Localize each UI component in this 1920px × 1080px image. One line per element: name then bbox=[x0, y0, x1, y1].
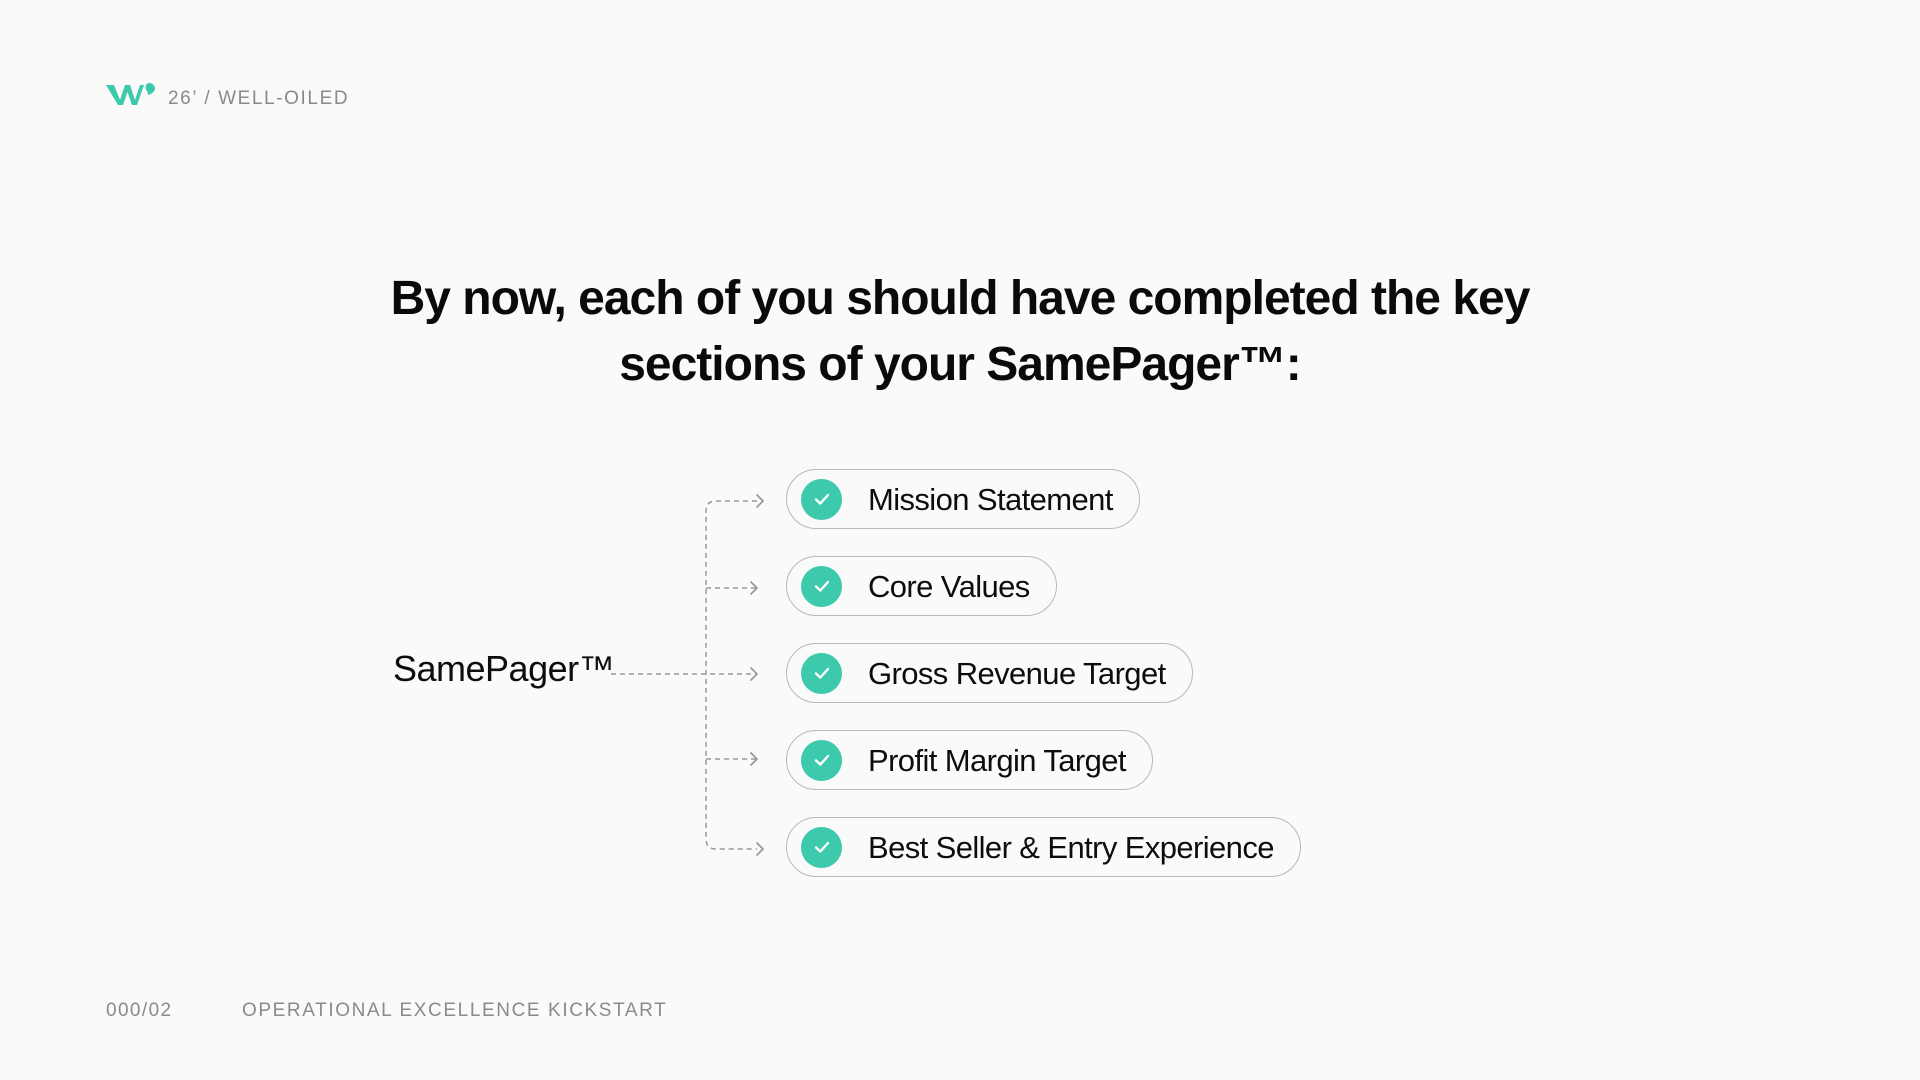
page-number: 000/02 bbox=[106, 1000, 173, 1021]
check-circle-icon bbox=[801, 478, 842, 520]
checklist-item-label: Core Values bbox=[868, 568, 1030, 604]
footer-title: OPERATIONAL EXCELLENCE KICKSTART bbox=[242, 1000, 668, 1021]
well-oiled-logo-icon bbox=[106, 83, 155, 105]
page-title-line-1: By now, each of you should have complete… bbox=[390, 272, 1531, 325]
samepager-source-label: SamePager™ bbox=[393, 648, 615, 689]
checklist-item-label: Best Seller & Entry Experience bbox=[868, 829, 1274, 865]
checklist-item-mission-statement: Mission Statement bbox=[786, 469, 1140, 529]
checklist-item-best-seller-entry-experience: Best Seller & Entry Experience bbox=[786, 817, 1301, 877]
brand-text: 26’ / WELL-OILED bbox=[168, 87, 350, 109]
brand-header: 26’ / WELL-OILED bbox=[106, 82, 349, 108]
checklist-item-core-values: Core Values bbox=[786, 556, 1057, 616]
checklist-item-label: Gross Revenue Target bbox=[868, 655, 1166, 691]
checklist-item-label: Profit Margin Target bbox=[868, 742, 1127, 778]
check-circle-icon bbox=[801, 565, 842, 607]
check-circle-icon bbox=[801, 826, 842, 868]
checklist-item-label: Mission Statement bbox=[868, 481, 1113, 517]
page-title-line-2: sections of your SamePager™: bbox=[619, 338, 1302, 391]
check-circle-icon bbox=[801, 652, 842, 694]
page-title: By now, each of you should have complete… bbox=[260, 266, 1660, 398]
check-circle-icon bbox=[801, 739, 842, 781]
checklist-item-profit-margin-target: Profit Margin Target bbox=[786, 730, 1153, 790]
checklist-item-gross-revenue-target: Gross Revenue Target bbox=[786, 643, 1193, 703]
